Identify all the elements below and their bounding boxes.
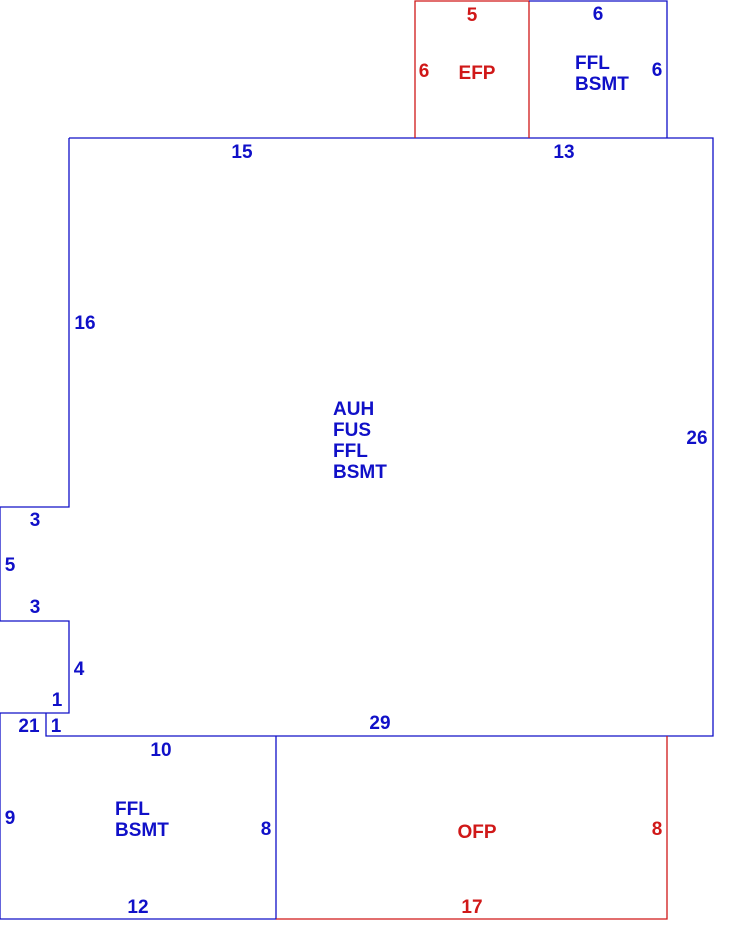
- dim-main-top-right: 13: [553, 142, 574, 163]
- main-label-auh: AUH: [333, 399, 374, 420]
- dim-main-top-left: 15: [231, 142, 253, 163]
- ofp-label: OFP: [457, 822, 496, 843]
- dim-bottom-basement-right: 8: [261, 819, 272, 840]
- bottom-left-basement-outline: [0, 713, 277, 920]
- dim-top-basement-top: 6: [593, 4, 604, 25]
- dim-main-bottom: 29: [369, 713, 390, 734]
- dim-bump-side: 5: [5, 555, 16, 576]
- main-label-fus: FUS: [333, 420, 371, 441]
- dim-main-left: 16: [74, 313, 95, 334]
- efp-label: EFP: [459, 63, 496, 84]
- dim-ofp-right: 8: [652, 819, 663, 840]
- main-label-ffl: FFL: [333, 441, 368, 462]
- top-basement-label-ffl: FFL: [575, 53, 610, 74]
- dim-step-small-b: 1: [51, 716, 62, 737]
- main-label-bsmt: BSMT: [333, 462, 387, 483]
- efp-outline: [414, 0, 530, 138]
- dim-step-small-a: 1: [52, 690, 63, 711]
- dim-efp-top: 5: [467, 5, 478, 26]
- dim-efp-left: 6: [419, 61, 430, 82]
- dim-bump-bottom: 3: [30, 597, 41, 618]
- dim-main-right: 26: [686, 428, 707, 449]
- dim-bottom-basement-bottom: 12: [127, 897, 148, 918]
- bottom-basement-label-ffl: FFL: [115, 799, 150, 820]
- dim-step-vertical: 4: [74, 659, 85, 680]
- dim-top-basement-right: 6: [652, 60, 663, 81]
- dim-bottom-basement-left: 9: [5, 808, 16, 829]
- bottom-basement-label-bsmt: BSMT: [115, 820, 169, 841]
- dim-ofp-bottom: 17: [461, 897, 482, 918]
- top-basement-label-bsmt: BSMT: [575, 74, 629, 95]
- main-block-outline: [0, 137, 714, 737]
- dim-step-small-c: 21: [18, 716, 40, 737]
- top-basement-outline: [529, 0, 668, 138]
- ofp-outline: [276, 736, 668, 920]
- dim-bottom-basement-top: 10: [150, 740, 171, 761]
- dim-bump-top: 3: [30, 510, 41, 531]
